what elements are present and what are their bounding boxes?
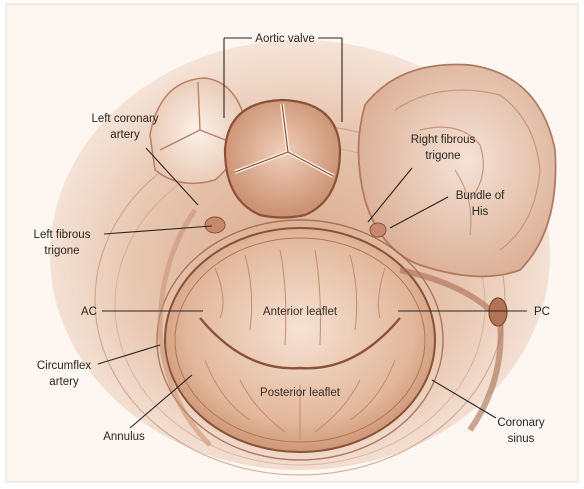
- label-right-fibrous-trigone-line2: trigone: [425, 150, 460, 162]
- label-pc: PC: [534, 306, 550, 318]
- aortic-valve-structure: [225, 100, 340, 218]
- label-anterior-leaflet: Anterior leaflet: [263, 306, 338, 318]
- label-bundle-of-his-line1: Bundle of: [456, 190, 505, 202]
- label-circumflex-line2: artery: [49, 376, 79, 388]
- label-left-coronary-line1: Left coronary: [91, 113, 158, 125]
- label-bundle-of-his-line2: His: [472, 206, 489, 218]
- label-right-fibrous-trigone-line1: Right fibrous: [411, 134, 476, 146]
- label-coronary-sinus-line1: Coronary: [497, 417, 545, 429]
- label-annulus: Annulus: [103, 431, 145, 443]
- label-coronary-sinus-line2: sinus: [508, 433, 535, 445]
- right-fibrous-trigone-shape: [370, 223, 386, 237]
- pc-nodule: [489, 298, 507, 326]
- label-circumflex-line1: Circumflex: [37, 360, 92, 372]
- label-posterior-leaflet: Posterior leaflet: [260, 387, 341, 399]
- label-aortic-valve: Aortic valve: [255, 33, 314, 45]
- label-left-fibrous-trigone-line1: Left fibrous: [34, 229, 91, 241]
- label-left-fibrous-trigone-line2: trigone: [44, 245, 79, 257]
- label-ac: AC: [81, 306, 97, 318]
- label-left-coronary-line2: artery: [110, 129, 140, 141]
- left-fibrous-trigone-shape: [205, 217, 225, 233]
